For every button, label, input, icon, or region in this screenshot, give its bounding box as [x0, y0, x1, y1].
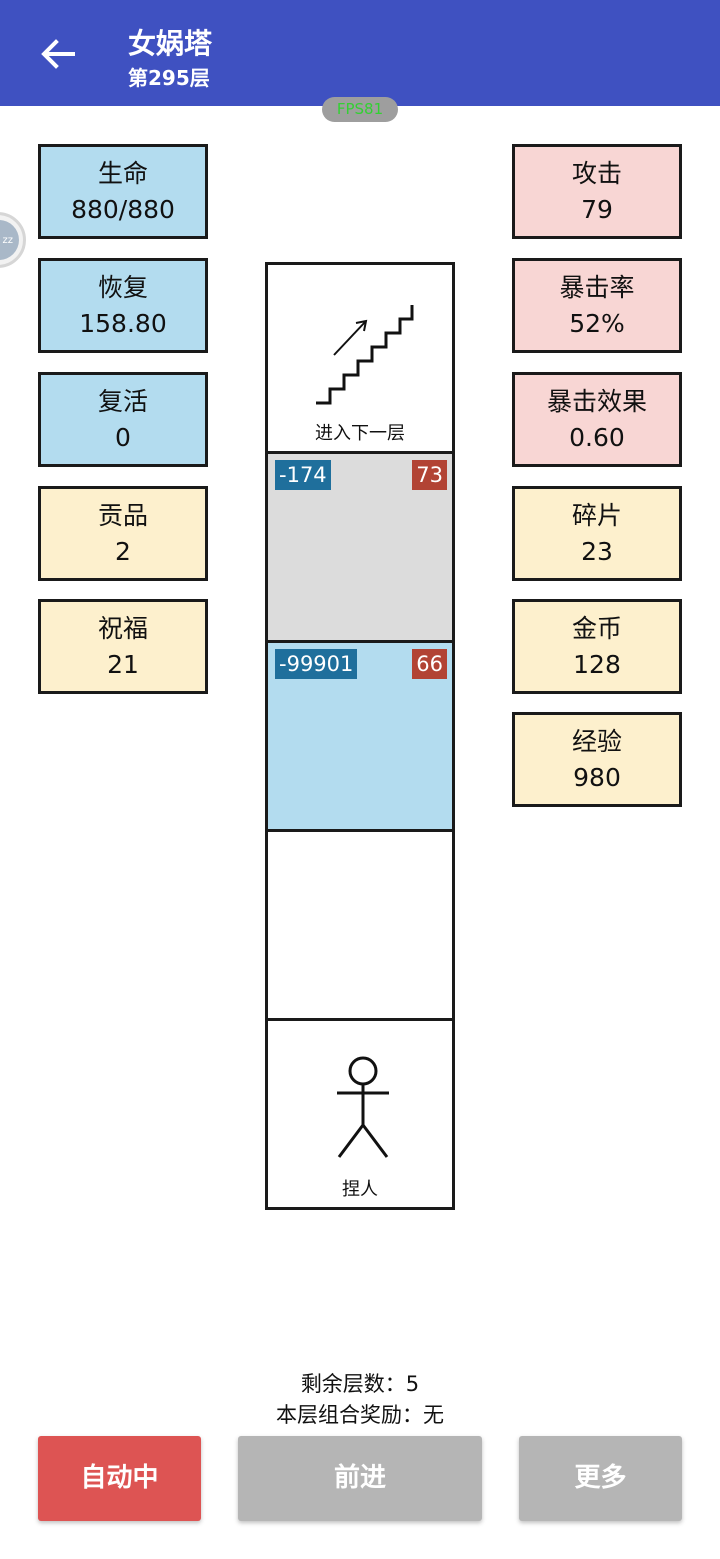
next-floor-label: 进入下一层: [315, 423, 405, 444]
stick-figure-icon: [337, 1056, 389, 1158]
enemy-1-level-tag: 73: [412, 460, 447, 490]
stat-experience: 经验 980: [512, 712, 682, 807]
auto-button[interactable]: 自动中: [38, 1436, 201, 1521]
stat-label: 碎片: [571, 501, 622, 530]
back-button[interactable]: [30, 30, 84, 78]
stat-label: 生命: [97, 159, 148, 188]
stat-value: 0.60: [569, 423, 625, 452]
player-cell[interactable]: 捏人: [265, 1018, 455, 1210]
stat-label: 暴击效果: [546, 387, 647, 416]
fps-badge: FPS81: [322, 97, 398, 122]
floating-bubble[interactable]: zz: [0, 212, 26, 268]
floor-subtitle: 第295层: [128, 66, 210, 90]
stat-label: 祝福: [97, 614, 148, 643]
stat-value: 23: [581, 537, 613, 566]
stat-value: 0: [115, 423, 131, 452]
stat-attack: 攻击 79: [512, 144, 682, 239]
stat-value: 158.80: [79, 309, 167, 338]
remaining-floors: 剩余层数：5: [300, 1372, 420, 1396]
stat-label: 金币: [571, 614, 622, 643]
stat-fragments: 碎片 23: [512, 486, 682, 581]
stat-gold: 金币 128: [512, 599, 682, 694]
stat-label: 复活: [97, 387, 148, 416]
player-label: 捏人: [342, 1179, 378, 1200]
enemy-2-level-tag: 66: [412, 649, 447, 679]
stat-value: 79: [581, 195, 613, 224]
stat-revive: 复活 0: [38, 372, 208, 467]
stat-tribute: 贡品 2: [38, 486, 208, 581]
enemy-1-hp-tag: -174: [275, 460, 331, 490]
enemy-cell-1[interactable]: -174 73: [265, 451, 455, 643]
app-header: 女娲塔 第295层: [0, 0, 720, 106]
arrow-left-icon: [41, 39, 75, 69]
enemy-2-hp-tag: -99901: [275, 649, 358, 679]
floating-bubble-icon: zz: [0, 220, 19, 260]
stat-label: 贡品: [97, 501, 148, 530]
stat-value: 21: [107, 650, 139, 679]
stat-crit-rate: 暴击率 52%: [512, 258, 682, 353]
stairs-icon: [316, 305, 414, 405]
stat-value: 2: [115, 537, 131, 566]
stat-label: 恢复: [97, 273, 148, 302]
stat-value: 880/880: [71, 195, 175, 224]
stat-value: 128: [573, 650, 621, 679]
advance-button[interactable]: 前进: [238, 1436, 482, 1521]
stat-crit-effect: 暴击效果 0.60: [512, 372, 682, 467]
stat-label: 暴击率: [559, 273, 635, 302]
combo-reward: 本层组合奖励：无: [276, 1403, 444, 1427]
stat-regen: 恢复 158.80: [38, 258, 208, 353]
empty-cell: [265, 829, 455, 1021]
page-title: 女娲塔: [128, 27, 213, 60]
next-floor-cell[interactable]: 进入下一层: [265, 262, 455, 454]
more-button[interactable]: 更多: [519, 1436, 682, 1521]
enemy-cell-2[interactable]: -99901 66: [265, 640, 455, 832]
stat-label: 经验: [571, 727, 622, 756]
stat-hp: 生命 880/880: [38, 144, 208, 239]
stat-label: 攻击: [571, 159, 622, 188]
stat-value: 52%: [569, 309, 625, 338]
stat-value: 980: [573, 763, 621, 792]
stat-blessing: 祝福 21: [38, 599, 208, 694]
